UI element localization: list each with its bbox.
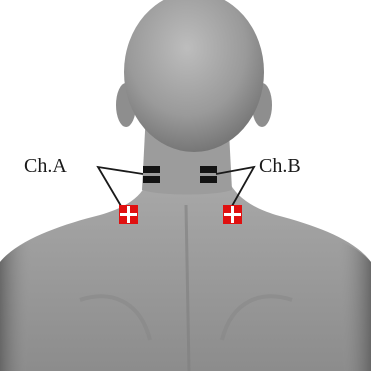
ch-a-red-electrode (119, 205, 138, 224)
ch-b-label: Ch.B (259, 155, 301, 177)
head (124, 0, 264, 152)
ch-b-red-electrode (223, 205, 242, 224)
ch-a-label: Ch.A (24, 155, 67, 177)
